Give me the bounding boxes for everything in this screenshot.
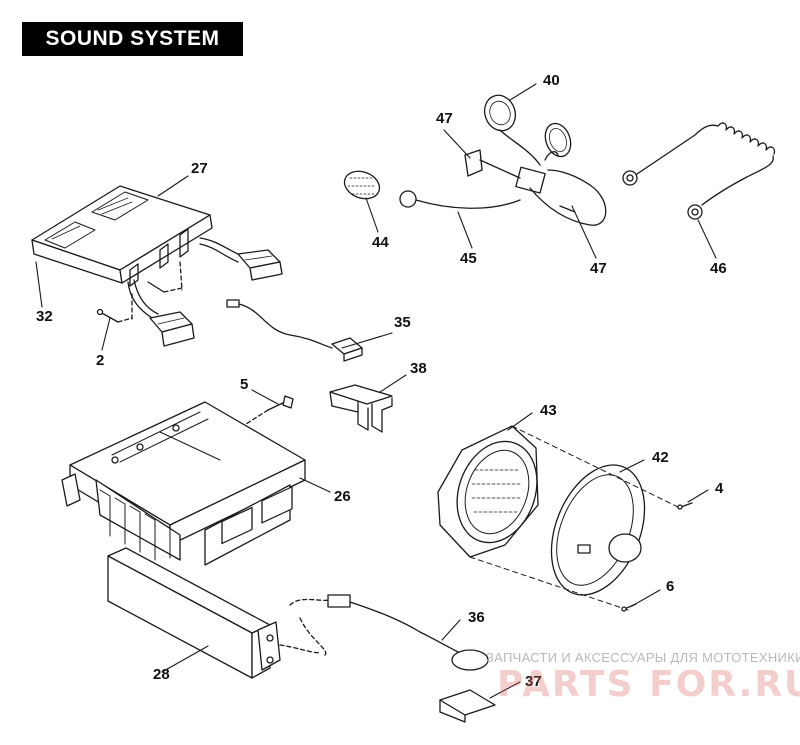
watermark-caption: ЗАПЧАСТИ И АКСЕССУАРЫ ДЛЯ МОТОТЕХНИКИ xyxy=(486,650,800,665)
speaker-housing-43 xyxy=(437,425,539,558)
callout-47-top: 47 xyxy=(436,110,453,127)
callout-36: 36 xyxy=(468,609,485,626)
callout-46: 46 xyxy=(710,260,727,277)
headset-45 xyxy=(399,129,607,226)
antenna-cable-36 xyxy=(289,594,489,671)
callout-42: 42 xyxy=(652,449,669,466)
mounting-bar-28 xyxy=(107,547,321,679)
callout-32: 32 xyxy=(36,308,53,325)
mic-cover-44 xyxy=(343,170,381,200)
callout-27: 27 xyxy=(191,160,208,177)
screw-4 xyxy=(677,502,693,510)
callout-38: 38 xyxy=(410,360,427,377)
bracket-37 xyxy=(439,689,496,723)
callout-26: 26 xyxy=(334,488,351,505)
callout-47-bottom: 47 xyxy=(590,260,607,277)
callout-28: 28 xyxy=(153,666,170,683)
screw-2 xyxy=(96,261,183,323)
headset-earpieces-40 xyxy=(483,94,572,158)
speaker-42 xyxy=(550,464,646,596)
coiled-cable-46 xyxy=(622,122,776,220)
leader-lines xyxy=(35,83,717,699)
wiring-harness-lower xyxy=(127,279,195,347)
callout-45: 45 xyxy=(460,250,477,267)
bracket-38 xyxy=(329,384,393,433)
projection-lines xyxy=(469,425,681,611)
callout-37: 37 xyxy=(525,673,542,690)
amplifier-module xyxy=(31,185,213,287)
callout-2: 2 xyxy=(96,352,105,369)
bolt-5 xyxy=(245,395,294,425)
wiring-harness-upper xyxy=(199,237,283,281)
callout-44: 44 xyxy=(372,234,389,251)
callout-4: 4 xyxy=(715,480,724,497)
callout-5: 5 xyxy=(240,376,249,393)
callout-43: 43 xyxy=(540,402,557,419)
antenna-cable-35 xyxy=(226,299,363,362)
radio-unit-26 xyxy=(61,401,306,566)
watermark-logo: PARTS FOR.RU xyxy=(497,664,800,705)
diagram-title: SOUND SYSTEM xyxy=(22,22,243,56)
callout-6: 6 xyxy=(666,578,675,595)
callout-40: 40 xyxy=(543,72,560,89)
callout-35: 35 xyxy=(394,314,411,331)
